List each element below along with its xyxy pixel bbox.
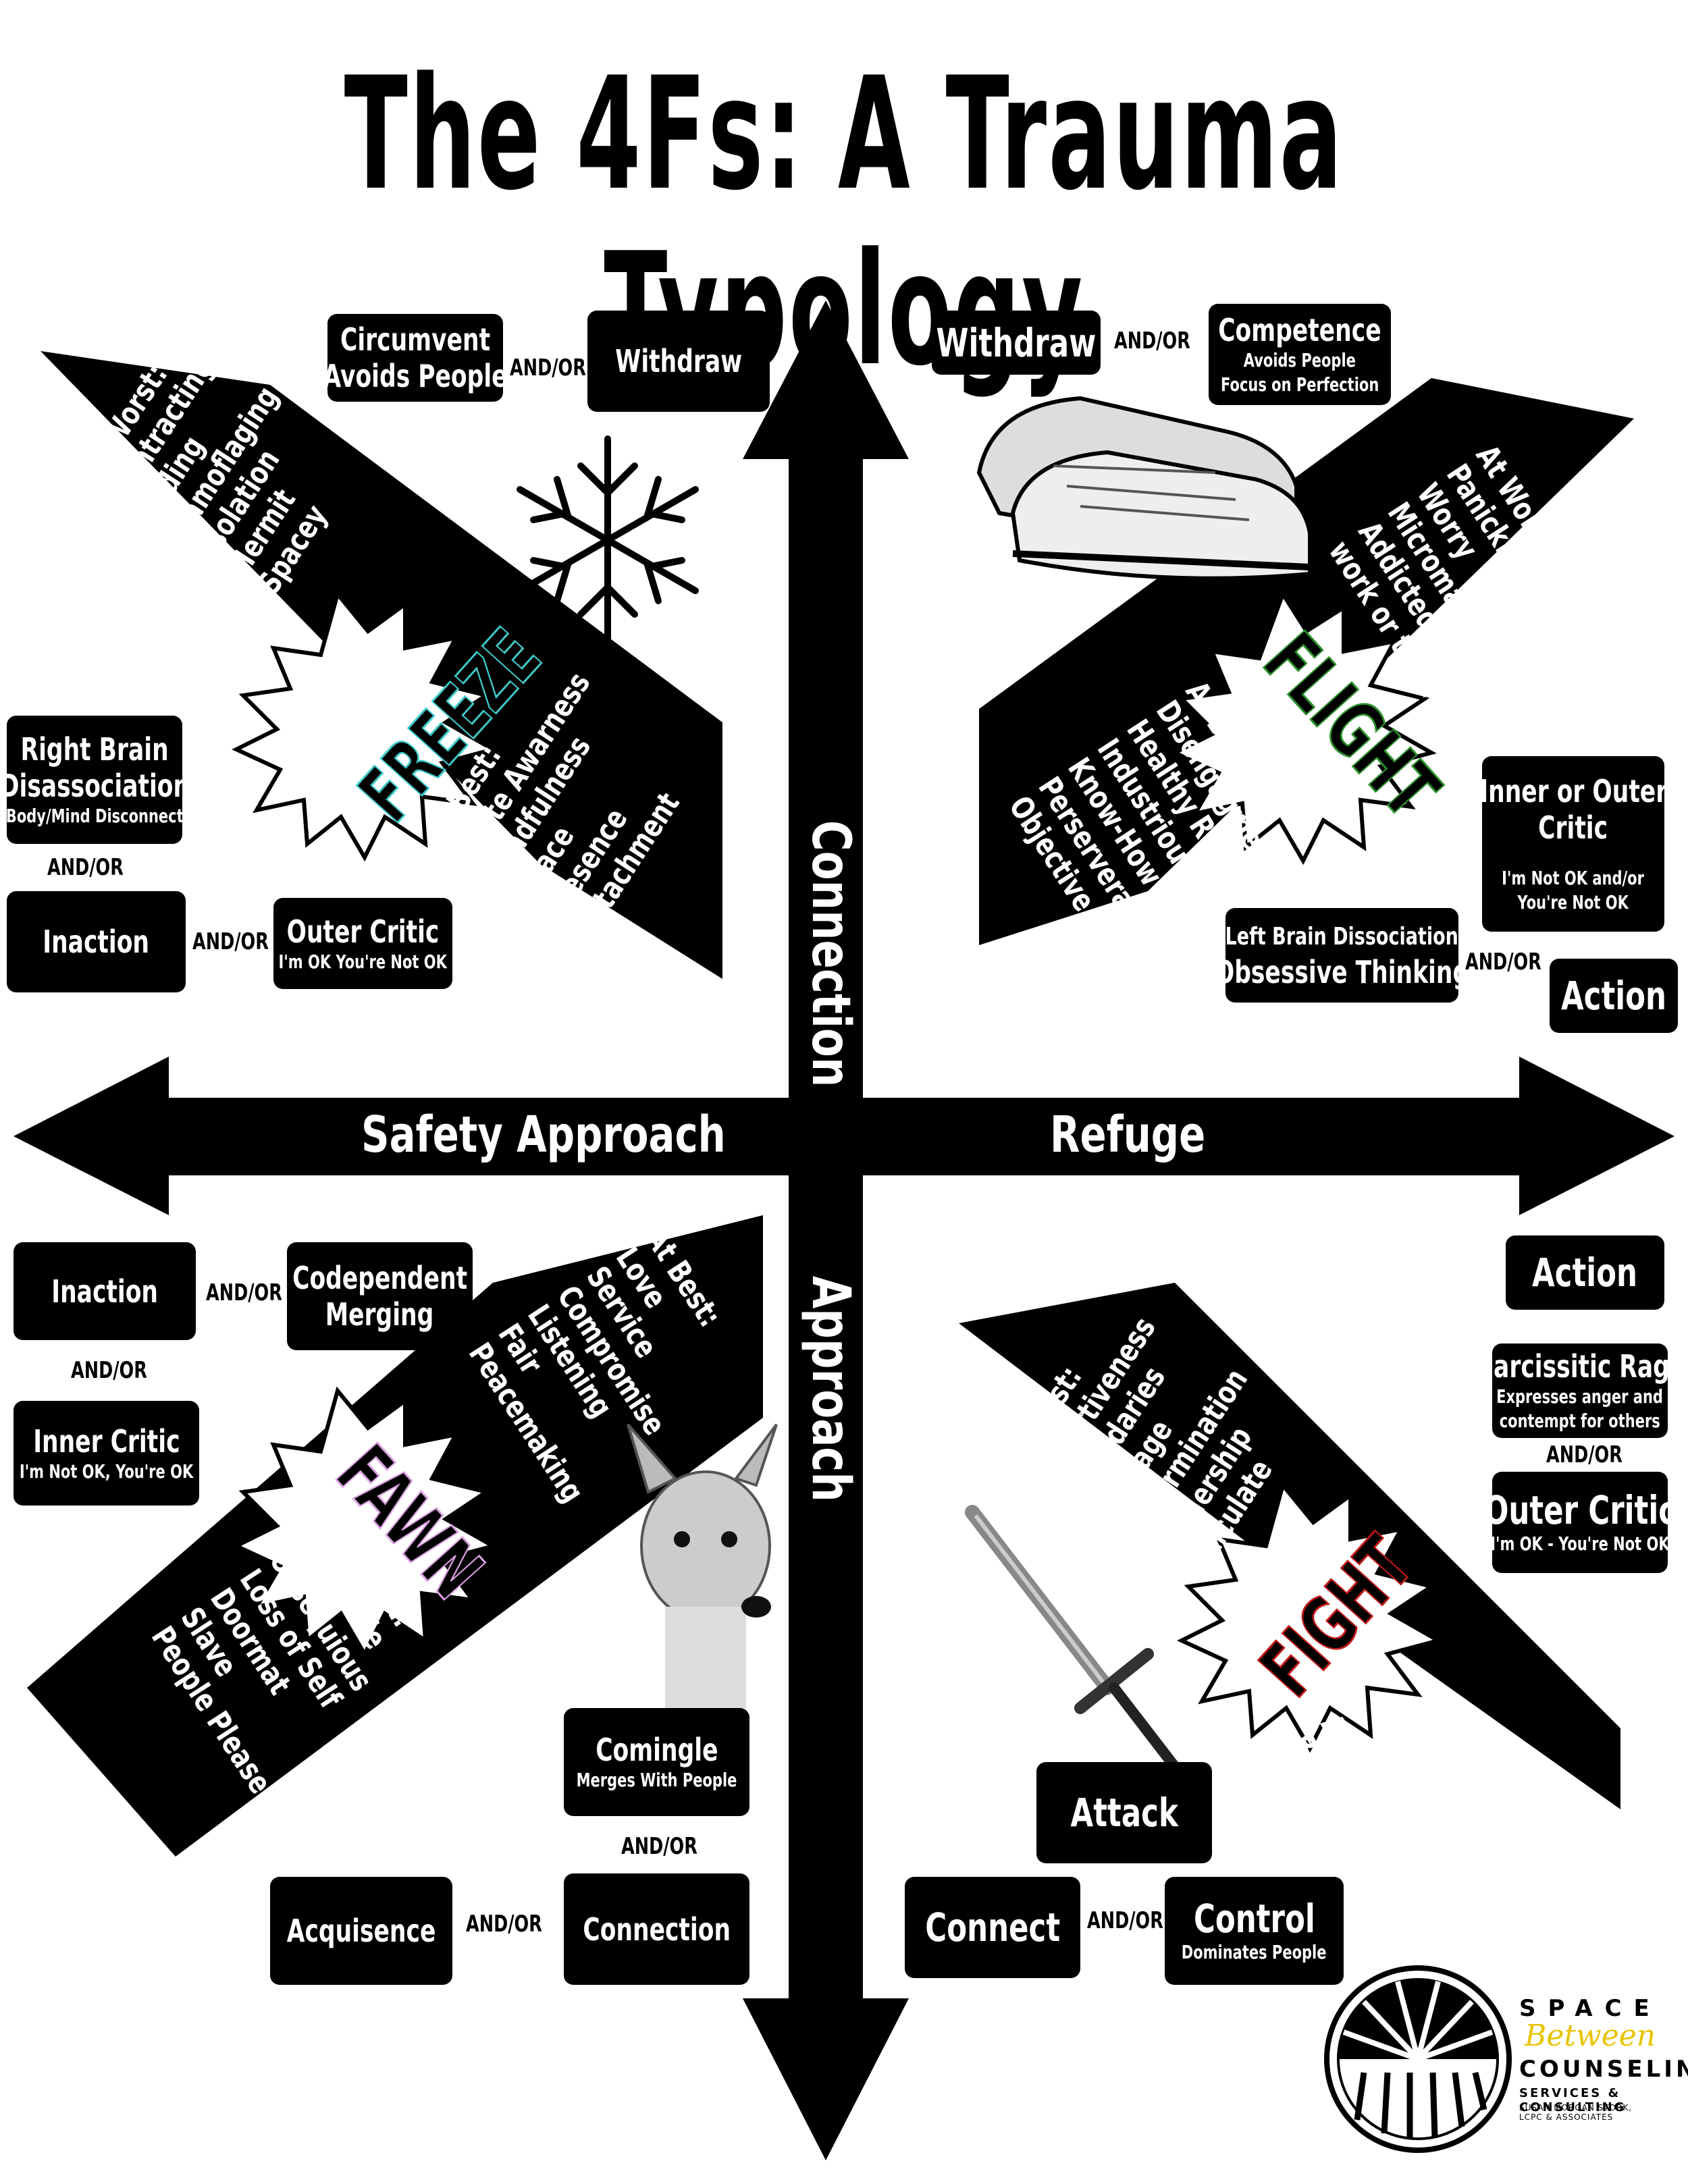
axis-label-approach: Approach xyxy=(800,1276,861,1502)
sneakers-icon xyxy=(976,396,1312,581)
flight-action-box: Action xyxy=(1550,959,1678,1033)
left-arrowhead xyxy=(14,1057,169,1215)
snowflake-icon xyxy=(517,435,699,645)
connect-box: Connect xyxy=(905,1877,1080,1978)
andor-label: AND/OR xyxy=(71,1357,147,1384)
axis-label-safety-approach: Safety Approach xyxy=(361,1106,726,1164)
up-arrowhead xyxy=(743,300,909,459)
freeze-burst xyxy=(232,589,498,862)
andor-label: AND/OR xyxy=(192,928,269,955)
page-title: The 4Fs: A Trauma Typology xyxy=(344,45,1344,400)
flight-burst xyxy=(1170,589,1437,865)
fight-outer-critic-box: Outer Critic I'm OK - You're Not OK xyxy=(1492,1472,1668,1573)
andor-label: AND/OR xyxy=(47,854,124,881)
comingle-box: Comingle Merges With People xyxy=(564,1708,749,1816)
freeze-outer-critic-box: Outer Critic I'm OK You're Not OK xyxy=(273,898,452,989)
fawn-burst xyxy=(232,1386,498,1659)
axis-label-refuge: Refuge xyxy=(1050,1106,1206,1164)
fight-burst xyxy=(1177,1481,1444,1753)
andor-label: AND/OR xyxy=(466,1911,542,1938)
andor-label: AND/OR xyxy=(206,1279,282,1306)
fawn-connection-box: Connection xyxy=(564,1873,749,1985)
acquisence-box: Acquisence xyxy=(270,1877,452,1985)
andor-label: AND/OR xyxy=(510,354,586,381)
control-box: Control Dominates People xyxy=(1165,1877,1344,1985)
inner-critic-box: Inner Critic I'm Not OK, You're OK xyxy=(14,1401,199,1506)
competence-box: Competence Avoids People Focus on Perfec… xyxy=(1209,304,1391,405)
right-brain-box: Right Brain Disassociation Body/Mind Dis… xyxy=(7,716,182,844)
andor-label: AND/OR xyxy=(1546,1441,1623,1468)
fight-action-box: Action xyxy=(1506,1235,1664,1310)
axis-label-connection: Connection xyxy=(800,820,861,1088)
andor-label: AND/OR xyxy=(621,1833,697,1860)
codependent-box: Codependent Merging xyxy=(287,1242,473,1350)
fawn-inaction-box: Inaction xyxy=(14,1242,196,1340)
freeze-withdraw-box: Withdraw xyxy=(587,311,770,412)
andor-label: AND/OR xyxy=(1114,327,1190,354)
fawn-deer-icon xyxy=(627,1423,778,1708)
flight-critic-box: Inner or Outer Critic I'm Not OK and/or … xyxy=(1482,756,1664,932)
andor-label: AND/OR xyxy=(1087,1907,1163,1934)
space-between-logo: SPACE Between COUNSELING SERVICES & CONS… xyxy=(1519,1995,1688,2122)
narcissistic-rage-box: Narcissitic Rage Expresses anger and con… xyxy=(1492,1343,1668,1438)
down-arrowhead xyxy=(743,1998,909,2160)
horizontal-axis-shaft xyxy=(149,1098,1539,1175)
vertical-axis-shaft xyxy=(789,405,863,2025)
left-brain-box: Left Brain Dissociation Obsessive Thinki… xyxy=(1225,908,1458,1003)
right-arrowhead xyxy=(1519,1057,1674,1215)
sunburst-logo-icon xyxy=(1324,1965,1512,2153)
freeze-inaction-box: Inaction xyxy=(7,891,186,992)
attack-box: Attack xyxy=(1036,1762,1212,1863)
flight-withdraw-box: Withdraw xyxy=(932,311,1101,375)
andor-label: AND/OR xyxy=(1465,949,1541,976)
circumvent-box: Circumvent Avoids People xyxy=(327,314,503,402)
